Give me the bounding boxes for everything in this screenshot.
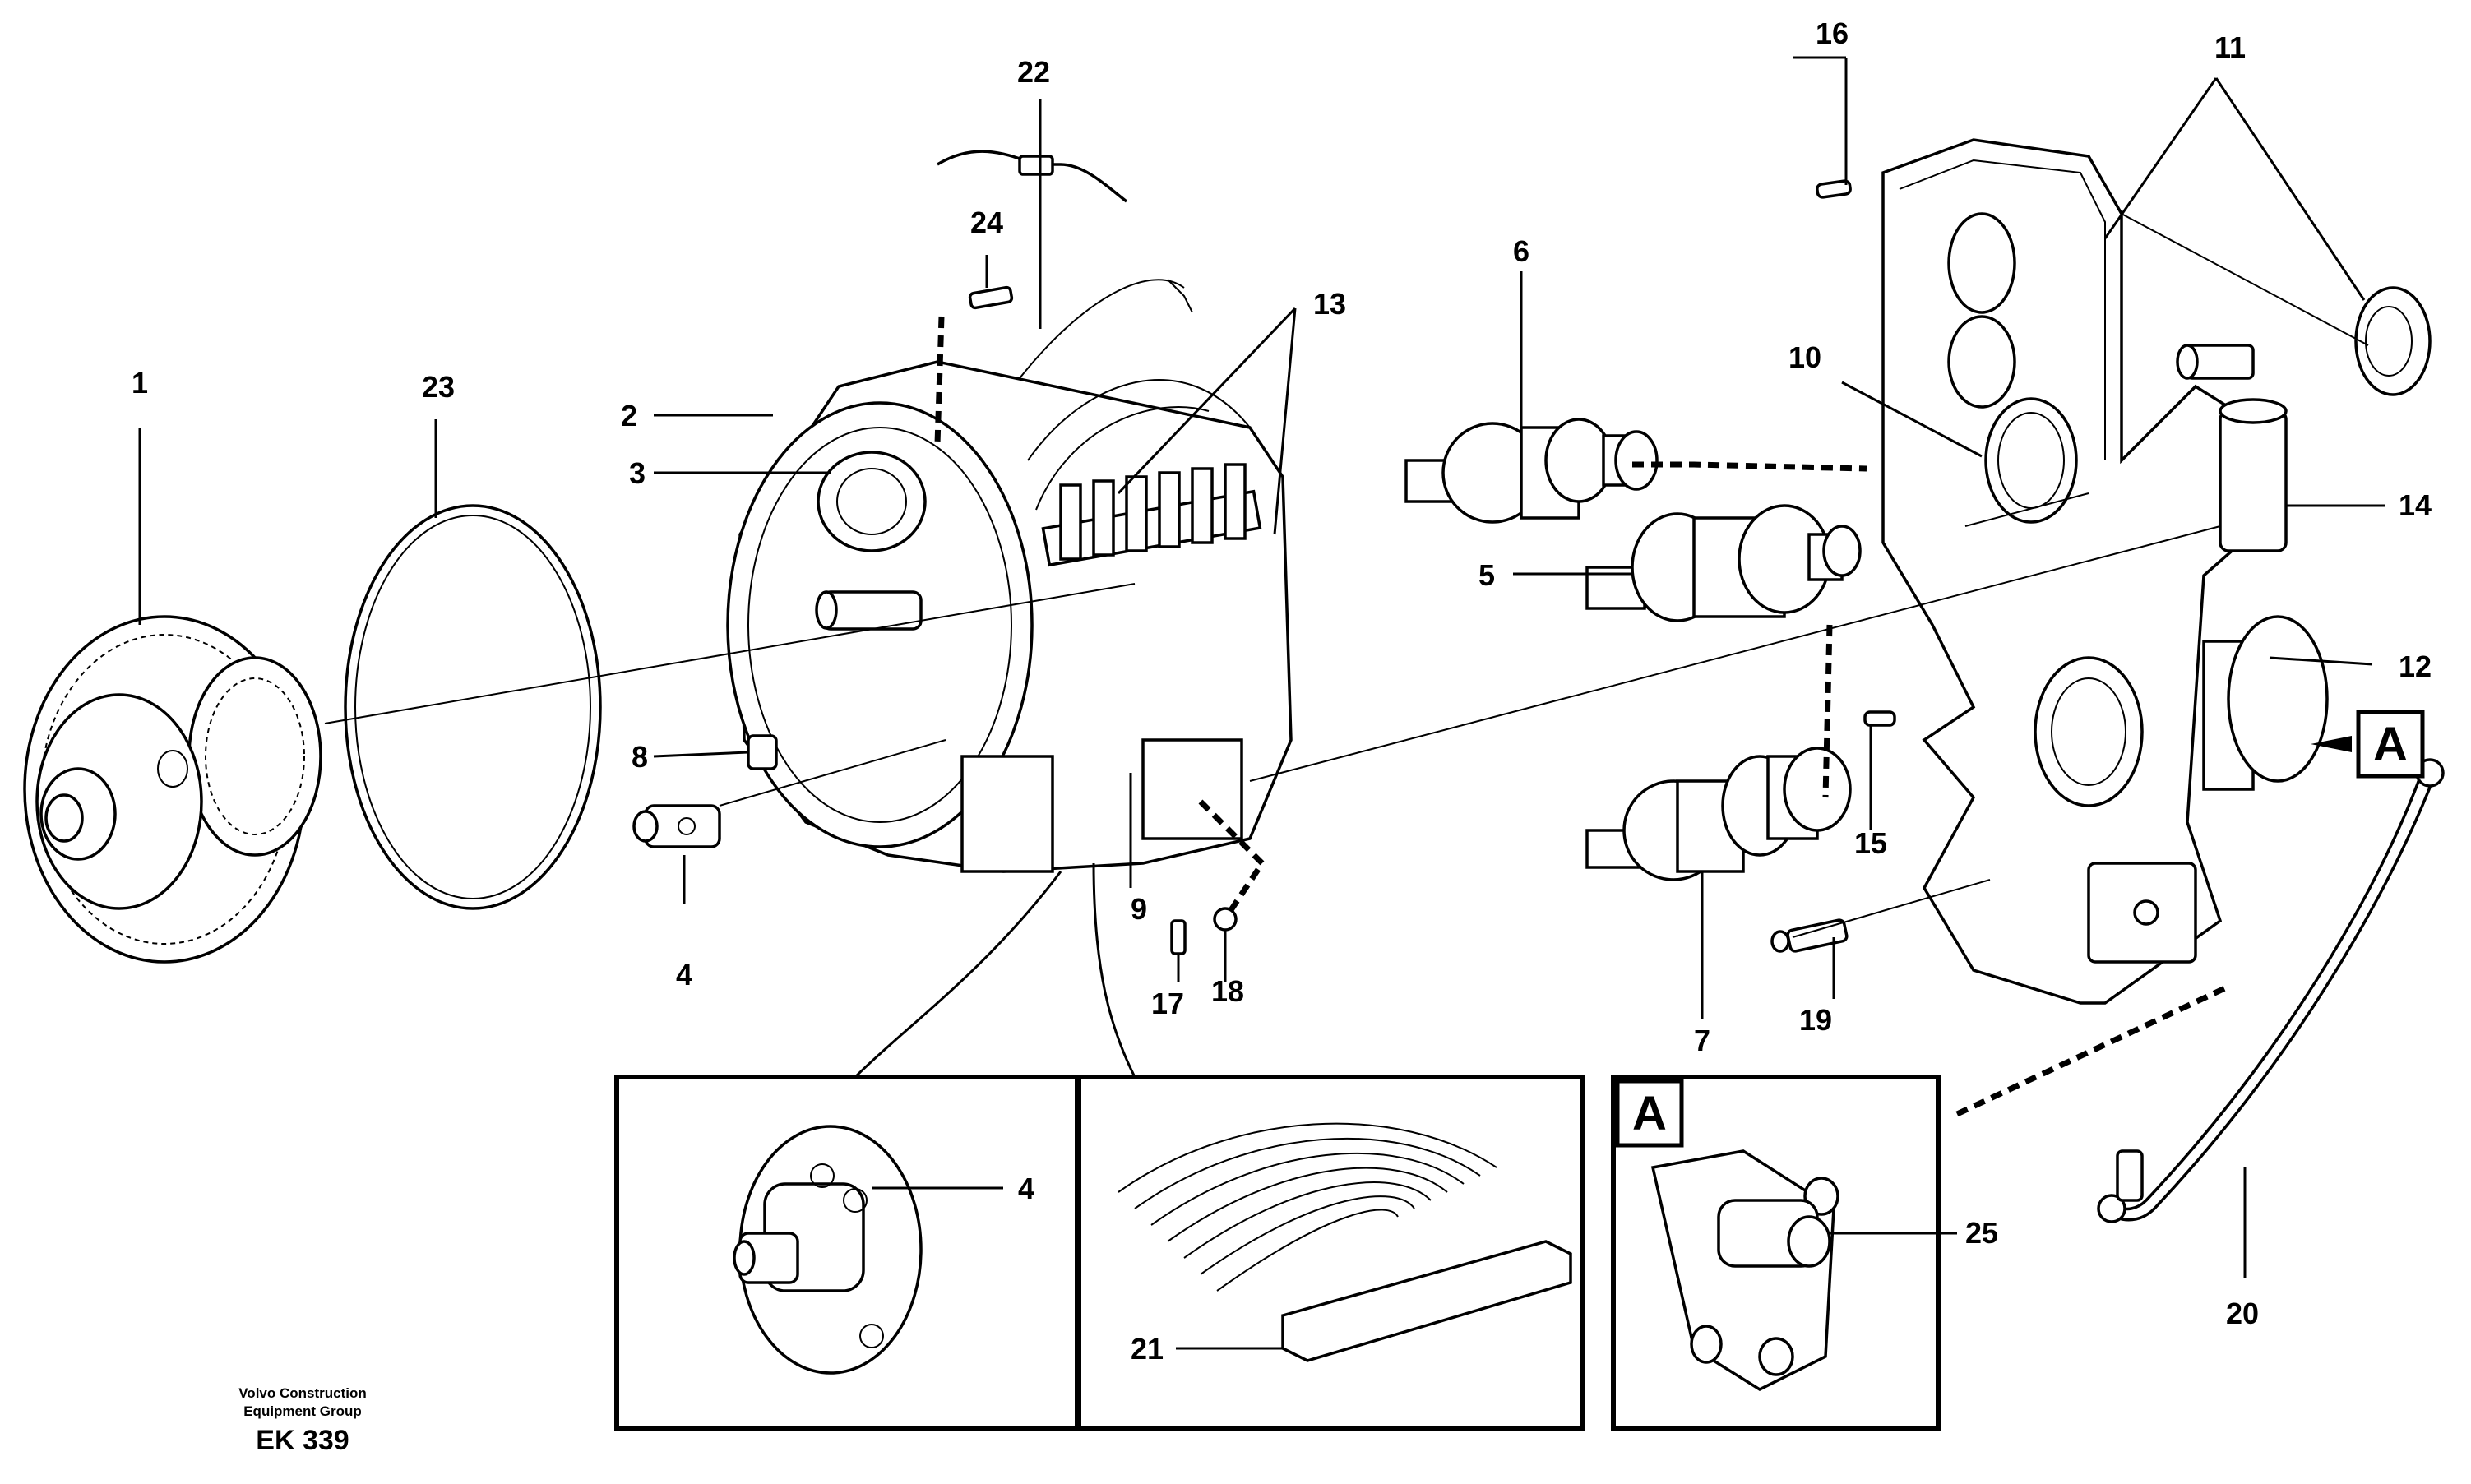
callout-19: 19	[1799, 1003, 1832, 1037]
o-ring	[344, 504, 602, 910]
callout-4-inset: 4	[1018, 1172, 1034, 1205]
callout-24: 24	[970, 206, 1003, 239]
callout-22: 22	[1017, 55, 1050, 89]
callout-13: 13	[1313, 287, 1346, 321]
callout-7: 7	[1694, 1024, 1710, 1057]
callout-16: 16	[1816, 16, 1849, 50]
assembly-dashed-lines	[934, 316, 2230, 1117]
footer-company-line2: Equipment Group	[243, 1403, 362, 1419]
callout-15: 15	[1854, 826, 1887, 860]
callout-9: 9	[1131, 892, 1147, 926]
bolt-24	[968, 285, 1014, 310]
inset-wiring-harness	[1076, 1075, 1585, 1431]
pin-16	[1816, 179, 1852, 199]
callout-10: 10	[1788, 340, 1821, 374]
sensor-19	[1770, 918, 1849, 953]
callout-6: 6	[1513, 234, 1529, 268]
publisher-footer: Volvo Construction Equipment Group EK 33…	[238, 1385, 367, 1456]
footer-drawing-code: EK 339	[256, 1425, 349, 1456]
callout-18: 18	[1211, 974, 1244, 1008]
shaft-5	[1585, 504, 1862, 622]
torque-converter	[23, 615, 322, 964]
callout-numbers: 1 2 3 4 5 6 7 8 9 10 11 12 13 14 15 16 1…	[132, 16, 2432, 1366]
callout-21: 21	[1131, 1332, 1164, 1366]
inset-view-a-label: A	[1632, 1087, 1667, 1140]
callout-1: 1	[132, 366, 148, 400]
shaft-7	[1585, 747, 1852, 881]
callout-2: 2	[621, 399, 637, 432]
callout-12: 12	[2399, 650, 2432, 683]
oil-filter	[2176, 344, 2288, 552]
callout-23: 23	[422, 370, 455, 404]
fitting-8	[747, 734, 778, 770]
transmission-housing-rear	[1881, 138, 2329, 1005]
callout-11: 11	[2214, 30, 2246, 64]
callout-14: 14	[2399, 488, 2432, 522]
view-marker-a-label: A	[2373, 718, 2408, 771]
shaft-6	[1404, 418, 1659, 524]
callout-5: 5	[1478, 558, 1495, 592]
callout-17: 17	[1151, 987, 1184, 1020]
solenoid-valves	[1059, 463, 1247, 561]
transmission-housing-front	[726, 279, 1293, 873]
callout-4: 4	[676, 958, 692, 992]
callout-8: 8	[632, 740, 648, 774]
callout-25: 25	[1965, 1216, 1998, 1250]
callout-20: 20	[2226, 1297, 2259, 1330]
footer-company-line1: Volvo Construction	[238, 1385, 367, 1401]
inset-view-a: A	[1611, 1075, 1957, 1431]
seal-ring	[2354, 286, 2432, 396]
callout-3: 3	[629, 456, 646, 490]
leader-lines	[138, 56, 2385, 1278]
inset-sensor-4	[614, 1075, 1080, 1431]
view-marker-a: A	[2311, 710, 2425, 779]
bolt-17	[1170, 919, 1187, 955]
pin-15	[1863, 710, 1896, 727]
sensor-4	[632, 804, 721, 848]
